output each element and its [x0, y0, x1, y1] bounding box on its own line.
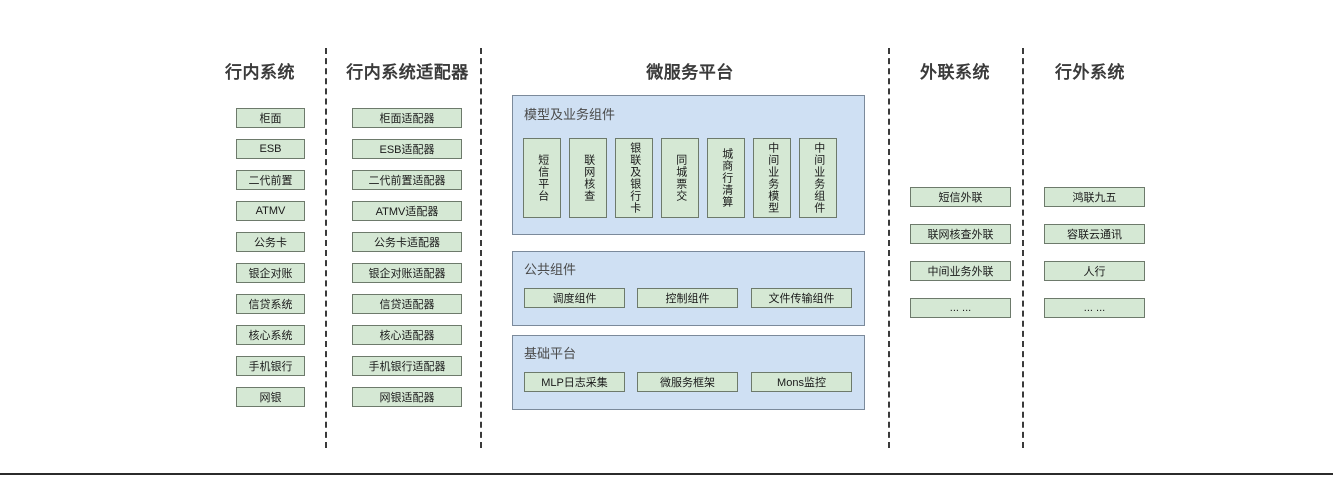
- node-box[interactable]: 二代前置: [236, 170, 305, 190]
- node-box[interactable]: 银联及银行卡: [615, 138, 653, 218]
- node-box[interactable]: 人行: [1044, 261, 1145, 281]
- node-box[interactable]: 同城票交: [661, 138, 699, 218]
- column-divider-4: [1022, 48, 1024, 448]
- node-box[interactable]: 短信平台: [523, 138, 561, 218]
- node-box[interactable]: 银企对账: [236, 263, 305, 283]
- column-title-inner-systems: 行内系统: [225, 63, 295, 82]
- node-box[interactable]: 信贷系统: [236, 294, 305, 314]
- column-title-inner-system-adapters: 行内系统适配器: [346, 63, 469, 82]
- node-box[interactable]: 网银适配器: [352, 387, 462, 407]
- node-box[interactable]: 公务卡适配器: [352, 232, 462, 252]
- column-divider-3: [888, 48, 890, 448]
- node-box[interactable]: 网银: [236, 387, 305, 407]
- node-box[interactable]: ESB: [236, 139, 305, 159]
- node-box[interactable]: 银企对账适配器: [352, 263, 462, 283]
- node-box[interactable]: 公务卡: [236, 232, 305, 252]
- panel-title-base-platform: 基础平台: [524, 346, 577, 361]
- node-box[interactable]: 联网核查外联: [910, 224, 1011, 244]
- node-box[interactable]: 核心系统: [236, 325, 305, 345]
- panel-title-model-business-components: 模型及业务组件: [524, 107, 616, 122]
- node-box[interactable]: 容联云通讯: [1044, 224, 1145, 244]
- column-title-outside-bank-systems: 行外系统: [1055, 63, 1125, 82]
- node-box[interactable]: 中间业务模型: [753, 138, 791, 218]
- node-box[interactable]: 联网核查: [569, 138, 607, 218]
- column-divider-2: [480, 48, 482, 448]
- node-box[interactable]: ... ...: [910, 298, 1011, 318]
- node-box[interactable]: 核心适配器: [352, 325, 462, 345]
- column-title-external-link-systems: 外联系统: [920, 63, 990, 82]
- node-box[interactable]: 中间业务组件: [799, 138, 837, 218]
- node-box[interactable]: 文件传输组件: [751, 288, 852, 308]
- node-box[interactable]: 城商行清算: [707, 138, 745, 218]
- node-box[interactable]: ... ...: [1044, 298, 1145, 318]
- node-box[interactable]: 二代前置适配器: [352, 170, 462, 190]
- node-box[interactable]: 控制组件: [637, 288, 738, 308]
- bottom-divider: [0, 473, 1333, 475]
- node-box[interactable]: ESB适配器: [352, 139, 462, 159]
- node-box[interactable]: ATMV适配器: [352, 201, 462, 221]
- node-box[interactable]: 信贷适配器: [352, 294, 462, 314]
- column-divider-1: [325, 48, 327, 448]
- node-box[interactable]: Mons监控: [751, 372, 852, 392]
- panel-title-public-components: 公共组件: [524, 262, 577, 277]
- node-box[interactable]: 手机银行适配器: [352, 356, 462, 376]
- node-box[interactable]: 微服务框架: [637, 372, 738, 392]
- node-box[interactable]: 柜面: [236, 108, 305, 128]
- node-box[interactable]: 手机银行: [236, 356, 305, 376]
- node-box[interactable]: 中间业务外联: [910, 261, 1011, 281]
- node-box[interactable]: 鸿联九五: [1044, 187, 1145, 207]
- column-title-microservice-platform: 微服务平台: [646, 63, 734, 82]
- node-box[interactable]: ATMV: [236, 201, 305, 221]
- node-box[interactable]: 调度组件: [524, 288, 625, 308]
- node-box[interactable]: 短信外联: [910, 187, 1011, 207]
- node-box[interactable]: MLP日志采集: [524, 372, 625, 392]
- node-box[interactable]: 柜面适配器: [352, 108, 462, 128]
